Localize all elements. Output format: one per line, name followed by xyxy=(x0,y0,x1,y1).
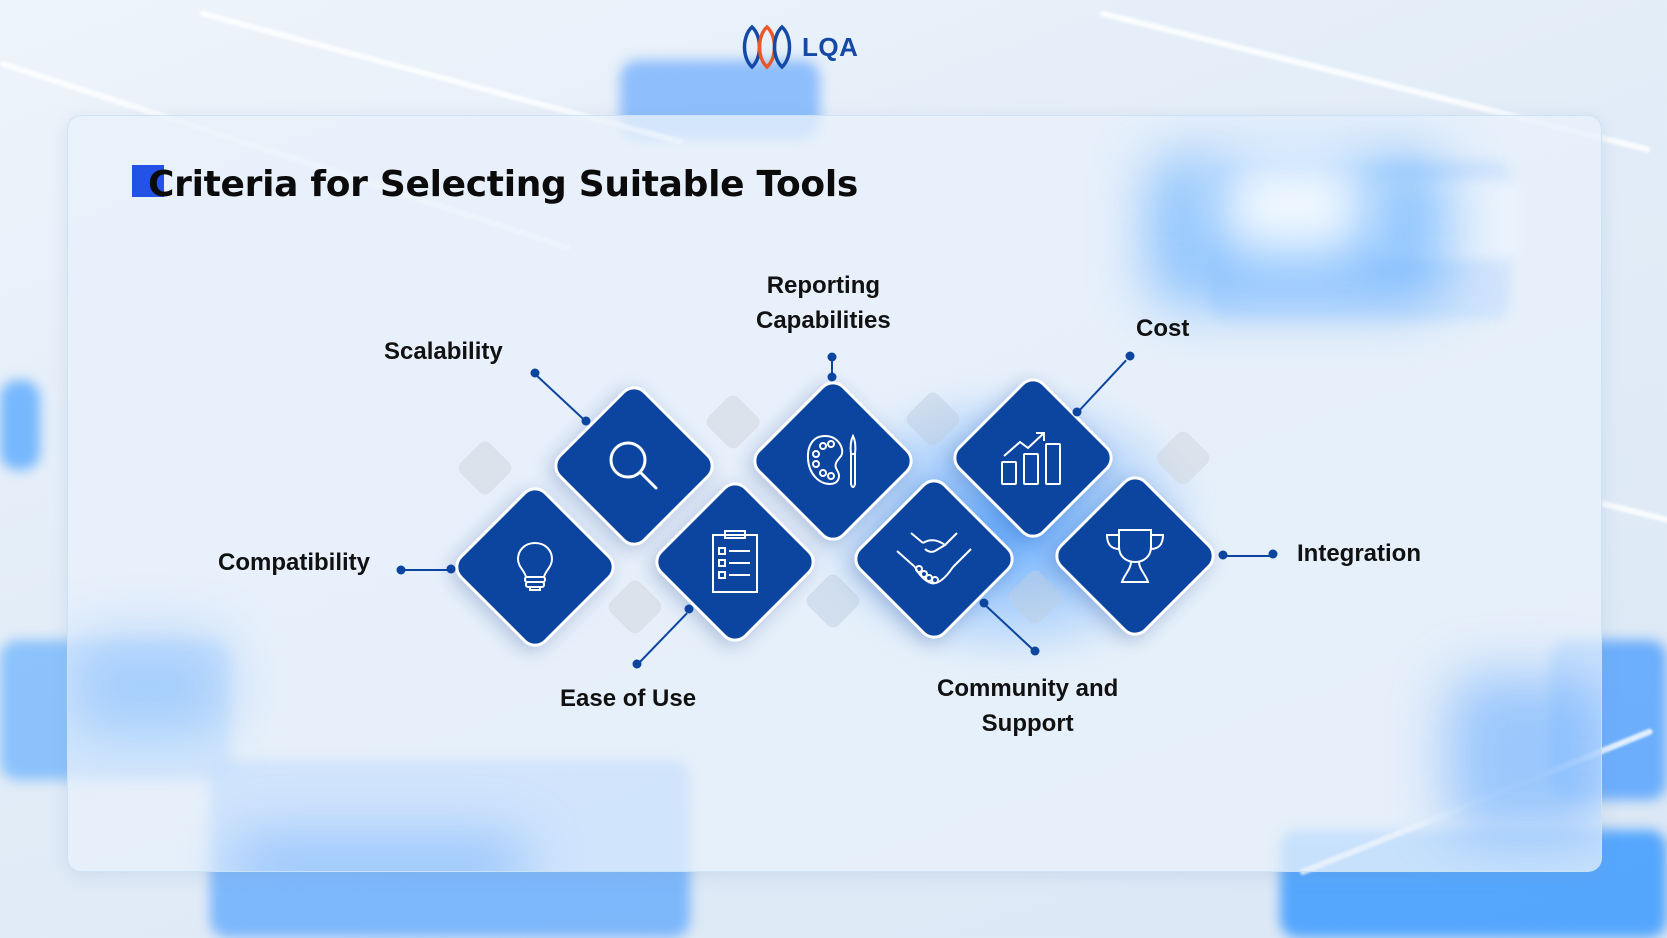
palette-brush-icon xyxy=(806,433,857,488)
title-accent-square xyxy=(132,165,164,197)
slide-title: Criteria for Selecting Suitable Tools xyxy=(148,164,859,205)
label-scalability: Scalability xyxy=(384,338,503,365)
clipboard-checklist-icon xyxy=(712,530,758,593)
lightbulb-icon xyxy=(516,541,554,591)
label-cost: Cost xyxy=(1136,315,1190,342)
label-compatibility: Compatibility xyxy=(218,549,371,576)
content-card xyxy=(67,115,1602,872)
lqa-logo-icon xyxy=(742,24,792,70)
label-integration: Integration xyxy=(1297,540,1421,567)
trophy-icon xyxy=(1105,529,1165,583)
logo-text: LQA xyxy=(802,31,859,62)
magnifier-icon xyxy=(609,441,658,490)
handshake-icon xyxy=(896,532,972,585)
label-ease-of-use: Ease of Use xyxy=(560,685,697,712)
label-community-line2: Support xyxy=(981,710,1074,737)
label-reporting-line1: Reporting xyxy=(766,272,881,299)
label-reporting-line2: Capabilities xyxy=(756,307,891,334)
label-community-line1: Community and xyxy=(937,675,1119,702)
label-reporting-capabilities: Reporting Capabilities xyxy=(756,268,891,338)
growth-chart-icon xyxy=(1001,432,1061,485)
lqa-logo: LQA xyxy=(740,24,858,70)
label-community-support: Community and Support xyxy=(937,671,1118,741)
